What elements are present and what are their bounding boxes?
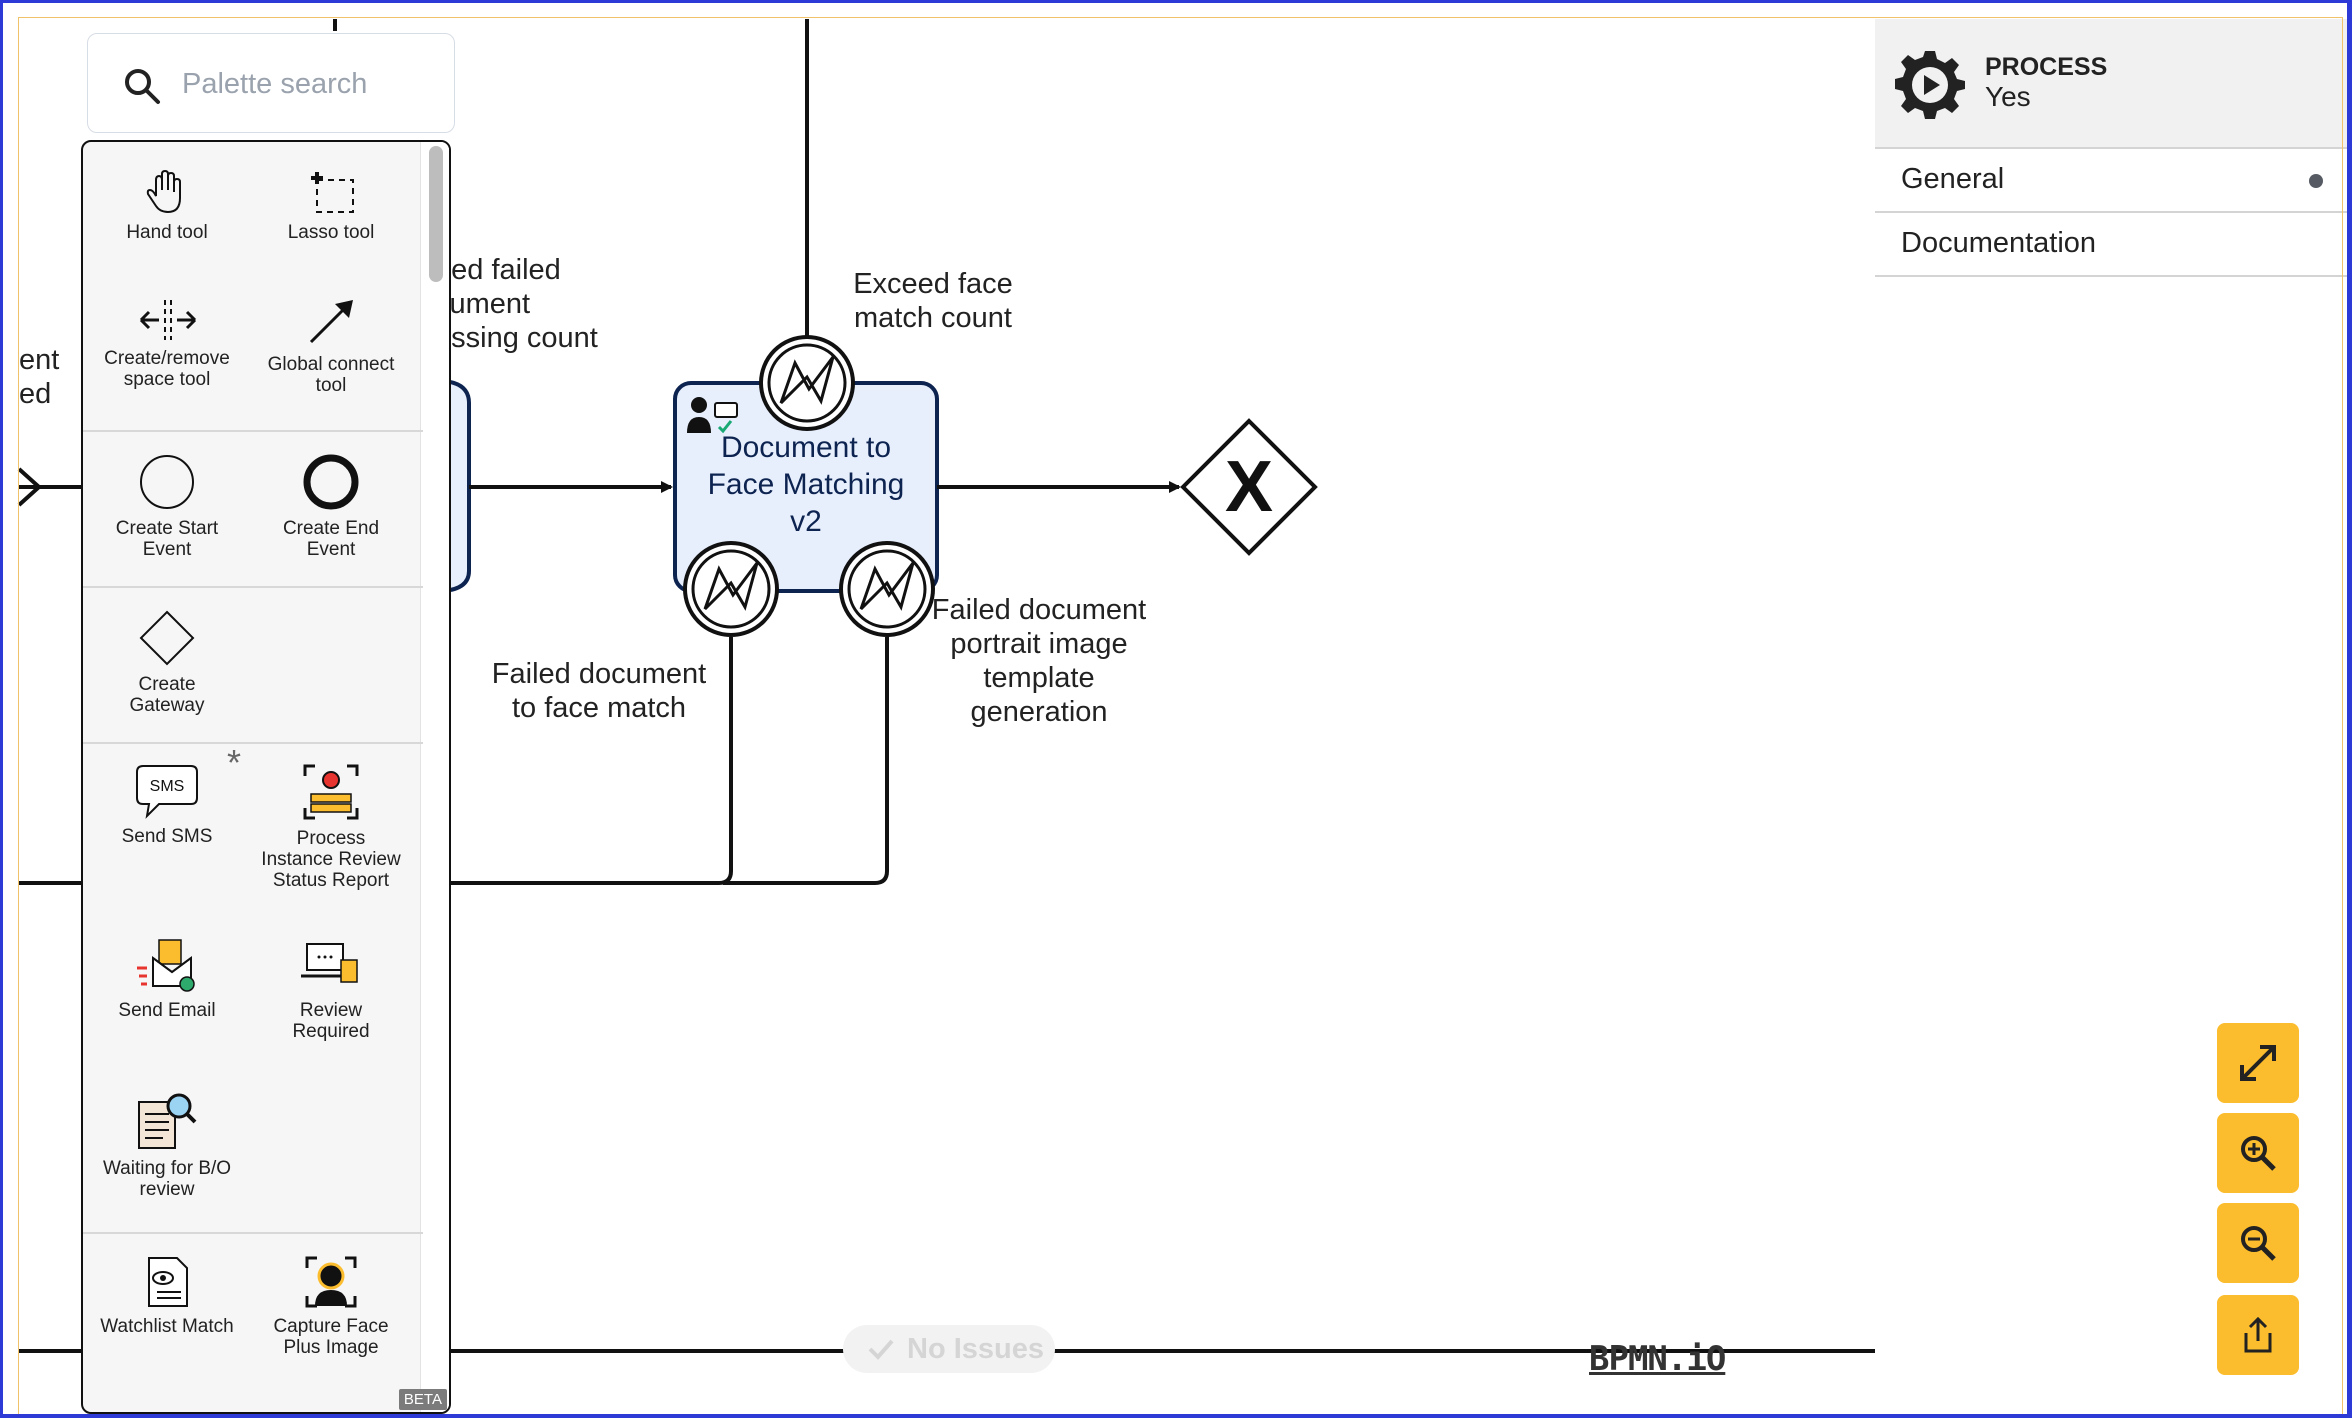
- properties-panel: PROCESS Yes General Documentation: [1875, 19, 2347, 279]
- connect-tool-icon: [309, 300, 353, 344]
- gateway-icon: [139, 610, 195, 666]
- end-event-icon: [303, 454, 359, 510]
- properties-subtitle: Yes: [1985, 81, 2031, 112]
- palette-group-gateways: [83, 586, 423, 744]
- label-exceed-face: Exceed face match count: [853, 268, 1013, 334]
- boundary-error-event-top[interactable]: [759, 335, 855, 431]
- global-connect-tool[interactable]: Global connect tool: [251, 298, 411, 396]
- capture-face-icon: [305, 1256, 357, 1308]
- review-required-label: Review Required: [292, 1000, 370, 1042]
- hand-tool[interactable]: Hand tool: [87, 166, 247, 243]
- create-end-event[interactable]: Create End Event: [251, 452, 411, 560]
- palette-group-events: [83, 430, 423, 588]
- sequence-flow[interactable]: [443, 637, 733, 885]
- palette-scrolltrack[interactable]: [420, 142, 449, 1412]
- zoom-in-button[interactable]: [2217, 1113, 2299, 1193]
- palette-search[interactable]: [87, 33, 455, 133]
- asterisk-marker: *: [227, 742, 242, 783]
- tab-general-label: General: [1901, 163, 2005, 195]
- process-instance-review[interactable]: Process Instance Review Status Report: [251, 762, 411, 891]
- label-left-cut: ent ed: [19, 344, 60, 410]
- properties-header: PROCESS Yes: [1875, 19, 2347, 149]
- palette-group-tools: [83, 142, 423, 432]
- zoom-out-button[interactable]: [2217, 1203, 2299, 1283]
- boundary-error-event-right[interactable]: [839, 541, 935, 637]
- email-icon: [137, 939, 195, 992]
- zoom-out-icon: [2241, 1226, 2276, 1261]
- label-exceed-failed: eed failed cument essing count: [435, 254, 598, 354]
- bpmn-modeler: Document to Face Matching v2 X eed faile…: [3, 3, 2347, 1414]
- watchlist-icon: [148, 1257, 188, 1307]
- palette-group-custom: [83, 742, 423, 1234]
- lasso-tool-label: Lasso tool: [287, 222, 375, 243]
- space-tool-icon: [139, 300, 197, 340]
- process-instance-review-label: Process Instance Review Status Report: [261, 828, 401, 891]
- document-search-icon: [138, 1093, 197, 1149]
- fullscreen-button[interactable]: [2217, 1023, 2299, 1103]
- diagram-canvas[interactable]: [3, 3, 2347, 1414]
- create-start-event-label: Create Start Event: [115, 518, 219, 560]
- boundary-error-event-left[interactable]: [683, 541, 779, 637]
- search-input[interactable]: [180, 62, 444, 106]
- linting-status[interactable]: No Issues: [843, 1325, 1055, 1373]
- active-indicator-dot: [2309, 174, 2323, 188]
- gateway-marker: X: [1224, 447, 1274, 527]
- tab-general[interactable]: General: [1875, 149, 2347, 213]
- label-failed-portrait: Failed document portrait image template …: [931, 594, 1147, 728]
- waiting-bo-review[interactable]: Waiting for B/O review: [87, 1090, 247, 1200]
- send-sms-label: Send SMS: [121, 826, 213, 847]
- watchlist-match[interactable]: Watchlist Match: [87, 1254, 247, 1337]
- bpmn-io-logo[interactable]: BPMN.iO: [1589, 1339, 1726, 1379]
- export-button[interactable]: [2217, 1295, 2299, 1375]
- create-gateway-label: Create Gateway: [129, 674, 205, 716]
- lasso-tool[interactable]: Lasso tool: [251, 166, 411, 243]
- review-required[interactable]: Review Required: [251, 938, 411, 1042]
- user-id-check-icon: [687, 397, 738, 434]
- create-start-event[interactable]: Create Start Event: [87, 452, 247, 560]
- create-end-event-label: Create End Event: [282, 518, 380, 560]
- tab-documentation[interactable]: Documentation: [1875, 213, 2347, 277]
- sms-icon-text: SMS: [150, 778, 185, 795]
- lasso-tool-icon: [311, 172, 354, 213]
- waiting-bo-review-label: Waiting for B/O review: [102, 1158, 232, 1200]
- tab-documentation-label: Documentation: [1901, 227, 2097, 259]
- process-gear-icon: [1895, 51, 1965, 119]
- send-email-label: Send Email: [118, 1000, 216, 1021]
- label-failed-face: Failed document to face match: [491, 658, 707, 724]
- hand-tool-label: Hand tool: [126, 222, 208, 243]
- global-connect-tool-label: Global connect tool: [267, 354, 395, 396]
- sms-icon: SMS: [136, 765, 198, 819]
- face-scan-icon: [303, 764, 359, 820]
- send-sms[interactable]: SMS Send SMS: [87, 762, 247, 847]
- zoom-in-icon: [2241, 1136, 2276, 1171]
- export-icon: [2244, 1316, 2272, 1353]
- fullscreen-icon: [2240, 1045, 2276, 1081]
- start-event-icon: [140, 455, 194, 509]
- hand-tool-icon: [146, 169, 181, 214]
- palette: Hand tool Lasso tool Create/remove space…: [81, 140, 451, 1414]
- space-tool[interactable]: Create/remove space tool: [87, 298, 247, 390]
- search-icon: [125, 69, 160, 104]
- capture-face[interactable]: Capture Face Plus Image: [251, 1254, 411, 1358]
- linting-status-label: No Issues: [907, 1333, 1044, 1365]
- task-label: Document to Face Matching v2: [707, 431, 905, 538]
- laptop-review-icon: [301, 943, 358, 983]
- send-email[interactable]: Send Email: [87, 938, 247, 1021]
- watchlist-match-label: Watchlist Match: [100, 1316, 234, 1337]
- space-tool-label: Create/remove space tool: [104, 348, 230, 390]
- sequence-flow[interactable]: [723, 637, 889, 885]
- create-gateway[interactable]: Create Gateway: [87, 608, 247, 716]
- beta-badge: BETA: [398, 1389, 447, 1410]
- palette-scrollbar[interactable]: [429, 146, 443, 282]
- properties-title: PROCESS: [1985, 53, 2108, 81]
- exclusive-gateway[interactable]: [1180, 418, 1318, 556]
- check-icon: [868, 1339, 894, 1360]
- capture-face-label: Capture Face Plus Image: [273, 1316, 389, 1358]
